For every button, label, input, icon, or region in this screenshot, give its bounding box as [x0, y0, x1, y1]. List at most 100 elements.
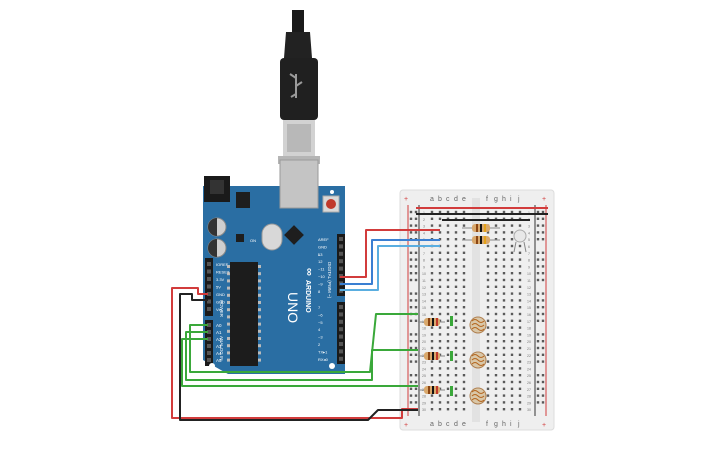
- breadboard-hole[interactable]: [446, 312, 450, 316]
- rail-hole[interactable]: [414, 394, 418, 397]
- rail-hole[interactable]: [536, 217, 540, 220]
- breadboard-hole[interactable]: [446, 360, 450, 363]
- breadboard-hole[interactable]: [518, 319, 522, 322]
- breadboard-hole[interactable]: [510, 367, 514, 370]
- rail-hole[interactable]: [536, 299, 540, 302]
- breadboard-hole[interactable]: [510, 238, 514, 241]
- breadboard-hole[interactable]: [438, 333, 442, 336]
- rail-hole[interactable]: [409, 394, 413, 397]
- breadboard-hole[interactable]: [454, 333, 458, 336]
- breadboard-hole[interactable]: [494, 408, 498, 411]
- breadboard-hole[interactable]: [438, 374, 442, 377]
- breadboard-hole[interactable]: [502, 340, 506, 343]
- rail-hole[interactable]: [541, 258, 545, 261]
- breadboard-hole[interactable]: [494, 231, 498, 234]
- reset-button[interactable]: [326, 199, 336, 209]
- rail-hole[interactable]: [536, 360, 540, 363]
- breadboard-hole[interactable]: [438, 278, 442, 282]
- breadboard-hole[interactable]: [430, 285, 434, 288]
- breadboard-hole[interactable]: [502, 380, 506, 384]
- breadboard-hole[interactable]: [446, 278, 450, 282]
- rail-hole[interactable]: [536, 374, 540, 377]
- rail-hole[interactable]: [541, 265, 545, 268]
- breadboard-hole[interactable]: [494, 258, 498, 261]
- breadboard-hole[interactable]: [510, 299, 514, 302]
- breadboard-hole[interactable]: [430, 333, 434, 336]
- breadboard-hole[interactable]: [454, 408, 458, 411]
- breadboard-hole[interactable]: [454, 367, 458, 370]
- breadboard-hole[interactable]: [510, 360, 514, 363]
- rail-hole[interactable]: [536, 380, 540, 384]
- rail-hole[interactable]: [414, 340, 418, 343]
- breadboard-hole[interactable]: [486, 278, 490, 282]
- rail-hole[interactable]: [414, 265, 418, 268]
- rail-hole[interactable]: [541, 346, 545, 350]
- breadboard-hole[interactable]: [510, 224, 514, 227]
- breadboard-hole[interactable]: [502, 401, 506, 404]
- breadboard-hole[interactable]: [494, 333, 498, 336]
- rail-hole[interactable]: [541, 251, 545, 254]
- breadboard-hole[interactable]: [446, 326, 450, 329]
- header-pin[interactable]: [339, 334, 343, 339]
- header-pin[interactable]: [339, 266, 343, 271]
- breadboard-hole[interactable]: [502, 326, 506, 329]
- breadboard-hole[interactable]: [446, 380, 450, 384]
- rail-hole[interactable]: [536, 333, 540, 336]
- rail-hole[interactable]: [414, 272, 418, 275]
- breadboard-hole[interactable]: [454, 360, 458, 363]
- breadboard-hole[interactable]: [486, 360, 490, 363]
- breadboard-hole[interactable]: [510, 319, 514, 322]
- breadboard-hole[interactable]: [438, 299, 442, 302]
- breadboard-hole[interactable]: [438, 360, 442, 363]
- rail-hole[interactable]: [536, 238, 540, 241]
- rail-hole[interactable]: [409, 401, 413, 404]
- breadboard-hole[interactable]: [430, 394, 434, 397]
- breadboard-hole[interactable]: [510, 333, 514, 336]
- breadboard-hole[interactable]: [494, 217, 498, 220]
- breadboard-hole[interactable]: [486, 231, 490, 234]
- breadboard-hole[interactable]: [430, 374, 434, 377]
- rail-hole[interactable]: [536, 210, 540, 214]
- rail-hole[interactable]: [409, 258, 413, 261]
- breadboard-hole[interactable]: [486, 292, 490, 295]
- rail-hole[interactable]: [541, 333, 545, 336]
- breadboard-hole[interactable]: [462, 299, 466, 302]
- breadboard-hole[interactable]: [518, 340, 522, 343]
- breadboard-hole[interactable]: [518, 258, 522, 261]
- rail-hole[interactable]: [414, 353, 418, 356]
- breadboard-hole[interactable]: [510, 278, 514, 282]
- rail-hole[interactable]: [541, 401, 545, 404]
- rail-hole[interactable]: [414, 319, 418, 322]
- breadboard-hole[interactable]: [486, 340, 490, 343]
- breadboard-hole[interactable]: [438, 217, 442, 220]
- rail-hole[interactable]: [536, 231, 540, 234]
- breadboard-hole[interactable]: [462, 251, 466, 254]
- breadboard-hole[interactable]: [462, 401, 466, 404]
- rail-hole[interactable]: [414, 387, 418, 390]
- breadboard-hole[interactable]: [454, 326, 458, 329]
- header-pin[interactable]: [207, 330, 211, 334]
- breadboard-hole[interactable]: [430, 312, 434, 316]
- breadboard-hole[interactable]: [454, 394, 458, 397]
- breadboard-hole[interactable]: [454, 278, 458, 282]
- rail-hole[interactable]: [541, 238, 545, 241]
- header-pin[interactable]: [339, 244, 343, 249]
- breadboard-hole[interactable]: [462, 231, 466, 234]
- header-pin[interactable]: [207, 344, 211, 348]
- breadboard-hole[interactable]: [438, 353, 442, 356]
- breadboard-hole[interactable]: [502, 258, 506, 261]
- breadboard-hole[interactable]: [486, 408, 490, 411]
- breadboard-hole[interactable]: [486, 299, 490, 302]
- breadboard-hole[interactable]: [518, 224, 522, 227]
- rail-hole[interactable]: [541, 217, 545, 220]
- breadboard-hole[interactable]: [438, 387, 442, 390]
- breadboard-hole[interactable]: [502, 319, 506, 322]
- breadboard-hole[interactable]: [502, 394, 506, 397]
- breadboard-hole[interactable]: [518, 401, 522, 404]
- breadboard-hole[interactable]: [494, 340, 498, 343]
- header-pin[interactable]: [339, 305, 343, 309]
- breadboard-hole[interactable]: [446, 319, 450, 322]
- rail-hole[interactable]: [541, 380, 545, 384]
- breadboard-hole[interactable]: [446, 210, 450, 214]
- breadboard-hole[interactable]: [494, 238, 498, 241]
